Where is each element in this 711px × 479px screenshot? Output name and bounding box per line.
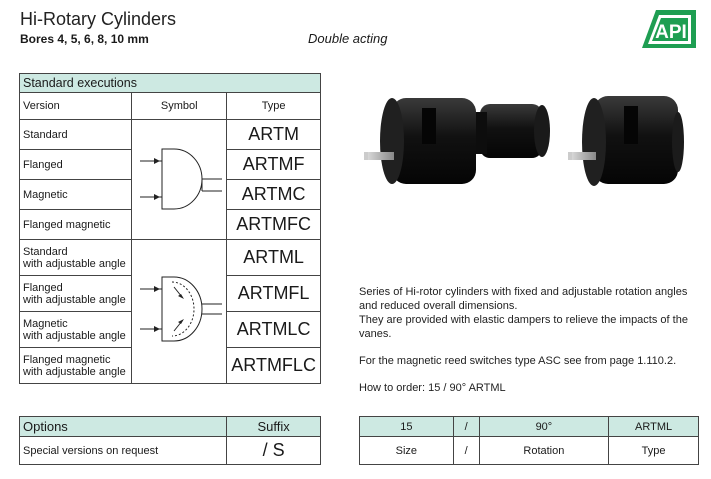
description: Series of Hi-rotor cylinders with fixed …: [359, 285, 704, 395]
suffix-header: Suffix: [226, 416, 321, 437]
type-cell: ARTMFC: [226, 209, 321, 240]
table-row: Standard ARTM: [18, 119, 321, 240]
product-photo-flanged-cylinder: [364, 98, 550, 184]
page-title: Hi-Rotary Cylinders: [20, 9, 177, 29]
version-cell: Flanged magnetic with adjustable angle: [18, 347, 133, 384]
version-cell: Magnetic: [18, 179, 133, 210]
type-cell: ARTMFL: [226, 275, 321, 312]
table-row: Flanged ARTMF: [18, 149, 321, 180]
column-header-version: Version: [18, 92, 133, 120]
table-row: Flanged with adjustable angle ARTMFL: [18, 275, 321, 312]
version-cell: Flanged: [18, 149, 133, 180]
type-cell: ARTM: [226, 119, 321, 150]
table-row: Magnetic ARTMC: [18, 179, 321, 210]
standard-executions-title: Standard executions: [19, 73, 321, 93]
option-suffix: / S: [226, 436, 321, 465]
version-cell: Standard with adjustable angle: [18, 239, 133, 276]
rotary-actuator-symbol-adjustable: [140, 276, 223, 341]
type-cell: ARTMFLC: [226, 347, 321, 384]
order-rotation-value: 90°: [478, 416, 610, 437]
api-logo: API: [642, 10, 696, 48]
options-title: Options: [18, 416, 228, 437]
type-cell: ARTMC: [226, 179, 321, 210]
order-separator-label: /: [452, 436, 480, 465]
description-paragraph: Series of Hi-rotor cylinders with fixed …: [359, 286, 688, 312]
table-row: Magnetic with adjustable angle ARTMLC: [18, 311, 321, 348]
options-table: Options Suffix Special versions on reque…: [18, 416, 321, 465]
order-separator: /: [452, 416, 480, 437]
table-row: 15 / 90° ARTML: [359, 416, 699, 437]
version-cell: Magnetic with adjustable angle: [18, 311, 133, 348]
logo-text: API: [655, 22, 687, 43]
product-photo-standard-cylinder: [568, 96, 684, 186]
table-row: Size / Rotation Type: [359, 436, 699, 465]
order-size-value: 15: [359, 416, 454, 437]
column-header-type: Type: [226, 92, 321, 120]
order-size-label: Size: [359, 436, 454, 465]
order-type-value: ARTML: [608, 416, 699, 437]
order-rotation-label: Rotation: [478, 436, 610, 465]
version-cell: Standard: [18, 119, 133, 150]
description-paragraph: For the magnetic reed switches type ASC …: [359, 355, 677, 367]
type-cell: ARTMLC: [226, 311, 321, 348]
page-subtitle: Bores 4, 5, 6, 8, 10 mm: [20, 32, 149, 46]
acting-label: Double acting: [308, 31, 388, 46]
rotary-actuator-symbol-fixed: [140, 148, 223, 209]
symbol-fixed-angle-cell: [131, 119, 228, 240]
how-to-order-text: How to order: 15 / 90° ARTML: [359, 382, 506, 394]
version-cell: Flanged magnetic: [18, 209, 133, 240]
table-row: Flanged magnetic ARTMFC: [18, 209, 321, 240]
order-code-table: 15 / 90° ARTML Size / Rotation Type: [359, 416, 699, 465]
standard-executions-table: Standard executions Version Symbol Type …: [18, 73, 321, 384]
order-type-label: Type: [608, 436, 699, 465]
table-row: Special versions on request / S: [18, 436, 321, 465]
type-cell: ARTML: [226, 239, 321, 276]
table-row: Standard with adjustable angle: [18, 239, 321, 384]
column-header-symbol: Symbol: [131, 92, 228, 120]
type-cell: ARTMF: [226, 149, 321, 180]
version-cell: Flanged with adjustable angle: [18, 275, 133, 312]
table-row: Flanged magnetic with adjustable angle A…: [18, 347, 321, 384]
symbol-adjustable-angle-cell: [131, 239, 228, 384]
option-label: Special versions on request: [18, 436, 228, 465]
description-paragraph: They are provided with elastic dampers t…: [359, 314, 688, 340]
